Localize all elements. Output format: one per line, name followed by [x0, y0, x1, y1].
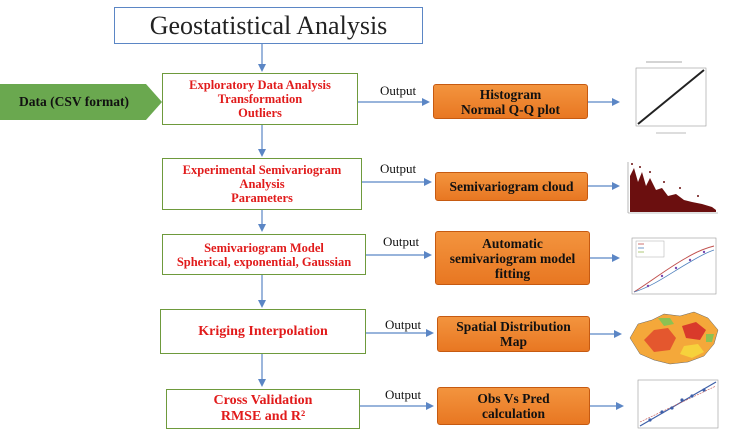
step-kriging-interpolation: Kriging Interpolation	[160, 309, 366, 354]
step-line: Cross Validation	[213, 393, 313, 408]
output-label-4: Output	[385, 317, 422, 332]
diagram-title-box: Geostatistical Analysis	[114, 7, 423, 44]
step-line: RMSE and R²	[220, 409, 306, 424]
step-line: Outliers	[238, 106, 282, 120]
spatial-map-thumbnail	[624, 308, 724, 368]
output-label-3: Output	[383, 234, 420, 249]
data-input-label: Data (CSV format)	[19, 94, 129, 109]
result-line: Histogram	[479, 86, 542, 102]
result-line: Obs Vs Pred	[477, 391, 550, 406]
step-line: Spherical, exponential, Gaussian	[176, 254, 352, 269]
result-line: Normal Q-Q plot	[461, 101, 560, 117]
data-arrow-shape	[0, 84, 162, 120]
step-line: Exploratory Data Analysis	[189, 78, 331, 92]
step-line: Semivariogram Model	[204, 240, 324, 255]
diagram-title: Geostatistical Analysis	[149, 10, 388, 40]
result-obs-vs-pred: Obs Vs Pred calculation	[437, 387, 590, 425]
step-semivariogram-model: Semivariogram Model Spherical, exponenti…	[162, 234, 366, 275]
result-line: calculation	[482, 406, 545, 421]
step-line: Experimental Semivariogram	[182, 163, 342, 177]
output-label-1: Output	[380, 83, 417, 98]
result-line: fitting	[494, 265, 531, 281]
result-line: semivariogram model	[449, 250, 576, 266]
step-experimental-semivariogram: Experimental Semivariogram Analysis Para…	[162, 158, 362, 210]
result-histogram-qq: Histogram Normal Q-Q plot	[433, 84, 588, 119]
obs-vs-pred-thumbnail	[626, 372, 722, 438]
step-cross-validation: Cross Validation RMSE and R²	[166, 389, 360, 429]
step-line: Analysis	[239, 177, 285, 191]
result-line: Semivariogram cloud	[449, 179, 574, 194]
output-label-5: Output	[385, 387, 422, 402]
result-spatial-map: Spatial Distribution Map	[437, 316, 590, 352]
result-semivariogram-cloud: Semivariogram cloud	[435, 172, 588, 201]
step-line: Parameters	[231, 191, 293, 205]
semivariogram-cloud-thumbnail	[620, 158, 720, 218]
step-line: Transformation	[217, 92, 303, 106]
data-input-label-box: Data (CSV format)	[0, 84, 148, 120]
output-label-2: Output	[380, 161, 417, 176]
step-exploratory-analysis: Exploratory Data Analysis Transformation…	[162, 73, 358, 125]
semivariogram-model-thumbnail	[620, 230, 720, 304]
result-model-fitting: Automatic semivariogram model fitting	[435, 231, 590, 285]
result-line: Spatial Distribution	[456, 319, 571, 334]
qq-plot-thumbnail	[622, 58, 712, 138]
result-line: Automatic	[482, 235, 543, 251]
result-line: Map	[500, 334, 527, 349]
step-line: Kriging Interpolation	[198, 323, 328, 339]
